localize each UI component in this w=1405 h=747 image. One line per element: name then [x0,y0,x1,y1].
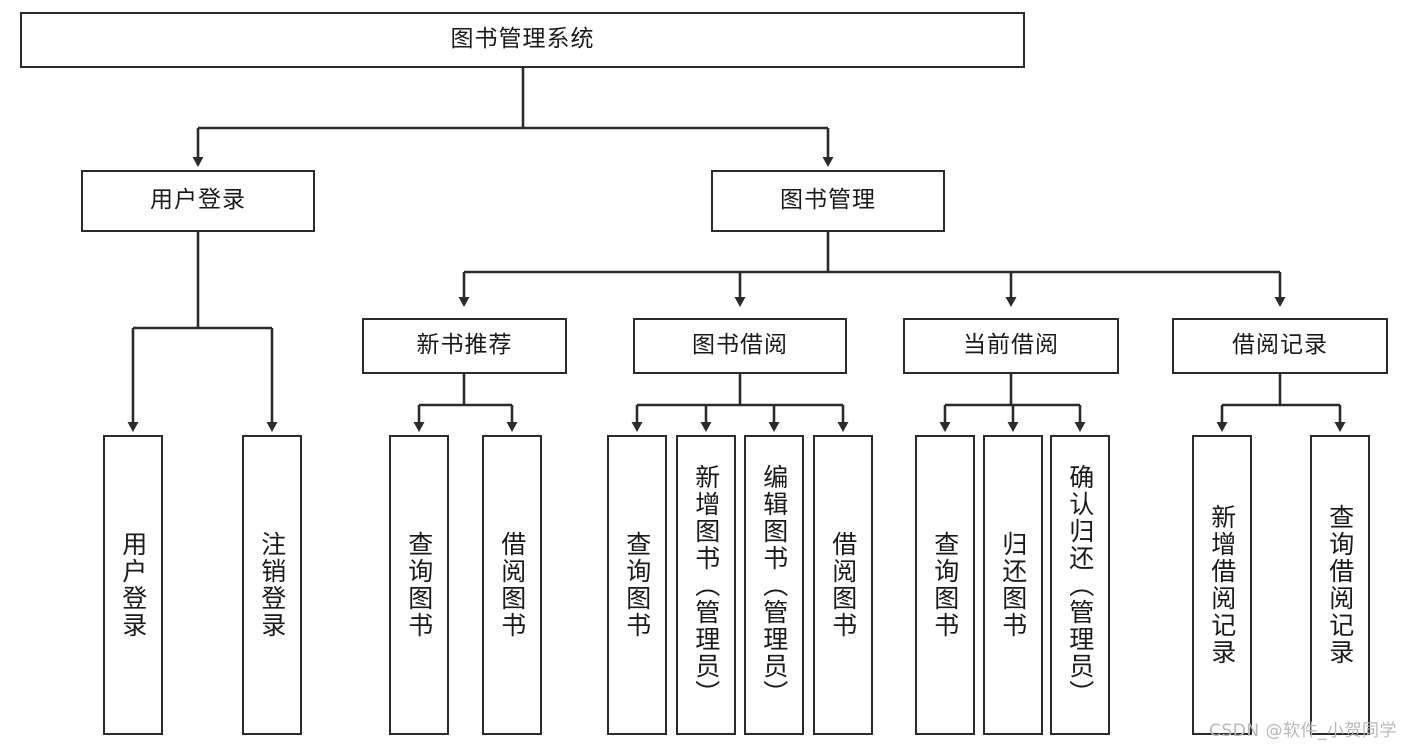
node-label: 图书管理系统 [450,26,595,53]
leaf-edit-book-admin[interactable]: 编辑图书（管理员） [744,435,804,735]
leaf-confirm-return-admin[interactable]: 确认归还（管理员） [1050,435,1110,735]
node-label: 借阅记录 [1232,332,1328,359]
node-label: 用户登录 [118,531,148,639]
node-current-borrow[interactable]: 当前借阅 [903,318,1119,374]
leaf-user-login[interactable]: 用户登录 [103,435,163,735]
node-label: 编辑图书（管理员） [759,463,789,707]
node-label: 查询图书 [404,531,434,639]
node-label: 注销登录 [257,531,287,639]
node-label: 确认归还（管理员） [1065,463,1095,707]
leaf-logout[interactable]: 注销登录 [242,435,302,735]
node-label: 查询借阅记录 [1325,504,1355,666]
node-label: 图书借阅 [692,332,788,359]
leaf-query-book-borrow[interactable]: 查询图书 [607,435,667,735]
node-new-book-recommend[interactable]: 新书推荐 [362,318,567,374]
leaf-add-borrow-record[interactable]: 新增借阅记录 [1192,435,1252,735]
node-label: 新增借阅记录 [1207,504,1237,666]
csdn-watermark: CSDN @软件_小贺同学 [1209,721,1397,741]
node-root-book-management-system[interactable]: 图书管理系统 [20,12,1025,68]
leaf-borrow-book-recommend[interactable]: 借阅图书 [482,435,542,735]
leaf-query-book-recommend[interactable]: 查询图书 [389,435,449,735]
node-user-login[interactable]: 用户登录 [81,170,315,232]
leaf-borrow-book[interactable]: 借阅图书 [813,435,873,735]
node-label: 借阅图书 [497,531,527,639]
leaf-add-book-admin[interactable]: 新增图书（管理员） [676,435,736,735]
node-label: 用户登录 [150,187,246,214]
node-book-borrow[interactable]: 图书借阅 [633,318,847,374]
node-label: 当前借阅 [963,332,1059,359]
leaf-return-book[interactable]: 归还图书 [983,435,1043,735]
node-borrow-record[interactable]: 借阅记录 [1172,318,1388,374]
leaf-query-book-current[interactable]: 查询图书 [915,435,975,735]
node-label: 借阅图书 [828,531,858,639]
node-label: 查询图书 [622,531,652,639]
node-label: 归还图书 [998,531,1028,639]
leaf-query-borrow-record[interactable]: 查询借阅记录 [1310,435,1370,735]
node-label: 图书管理 [780,187,876,214]
node-book-management[interactable]: 图书管理 [711,170,945,232]
node-label: 查询图书 [930,531,960,639]
node-label: 新增图书（管理员） [691,463,721,707]
node-label: 新书推荐 [416,332,513,359]
